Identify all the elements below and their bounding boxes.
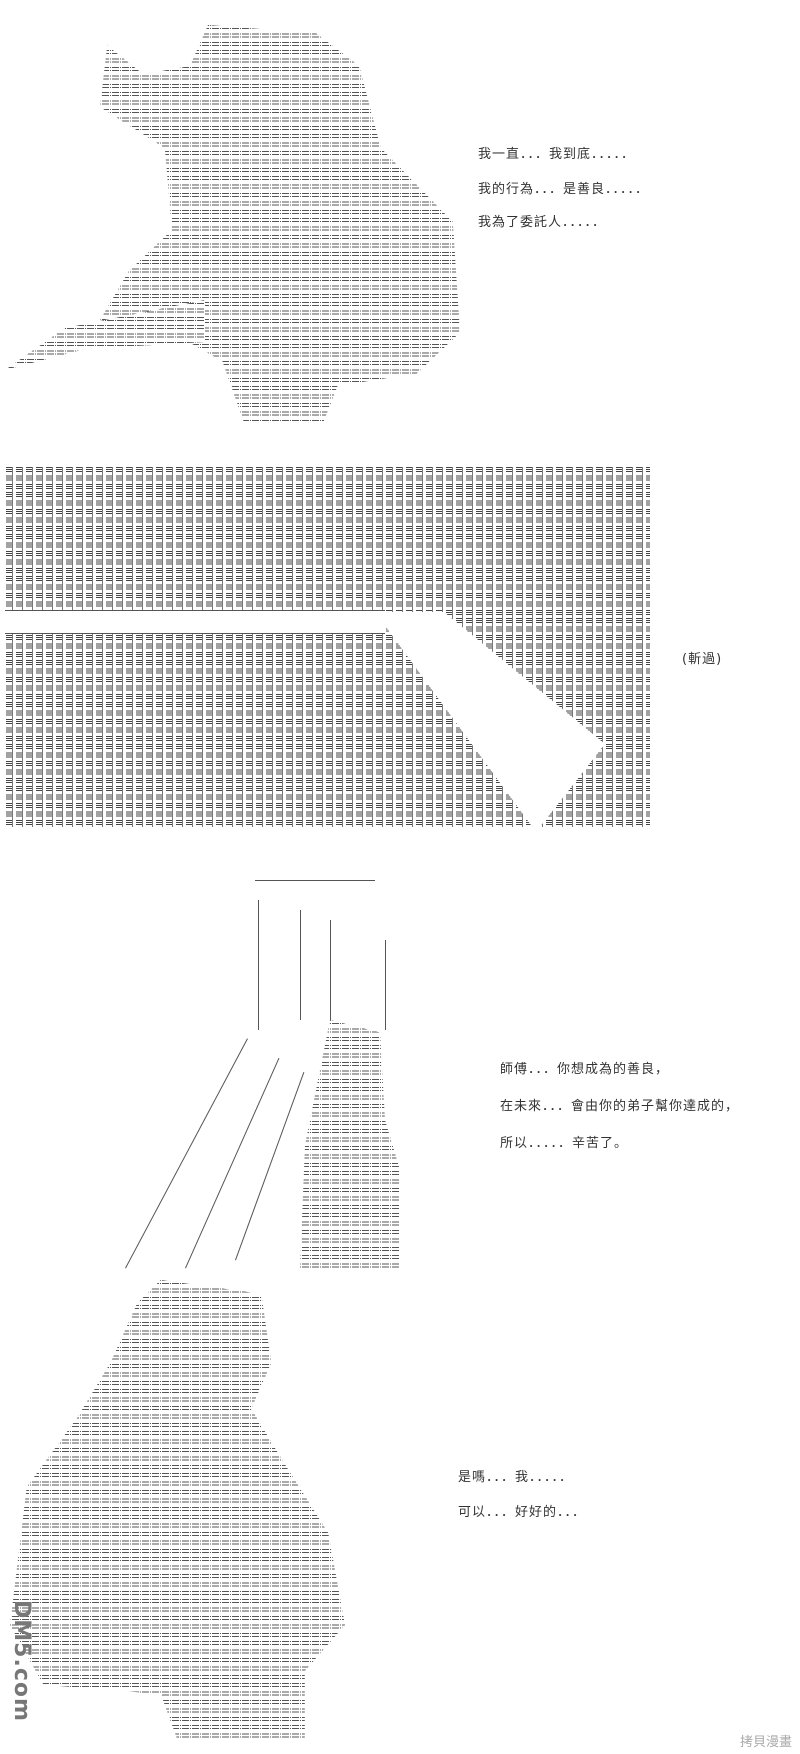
ascii-line bbox=[185, 1057, 280, 1269]
ascii-line bbox=[255, 880, 375, 881]
ascii-art-arm bbox=[5, 300, 205, 370]
watermark: 拷貝漫畫 bbox=[739, 1735, 792, 1750]
dialogue-line: 可以．．．好好的．．． bbox=[458, 1505, 587, 1520]
ascii-line bbox=[125, 1038, 248, 1269]
ascii-line bbox=[330, 920, 331, 1020]
ascii-art-figure-1 bbox=[100, 25, 460, 423]
sound-effect: (斬過) bbox=[682, 652, 723, 667]
ascii-line bbox=[258, 900, 259, 1030]
ascii-line bbox=[385, 940, 386, 1030]
dialogue-line: 在未來．．．會由你的弟子幫你達成的， bbox=[500, 1099, 740, 1114]
ascii-art-figure-3 bbox=[300, 1020, 400, 1270]
dialogue-line: 我為了委託人．．．．． bbox=[478, 215, 607, 230]
dialogue-line: 所以．．．．．辛苦了。 bbox=[500, 1136, 629, 1151]
ascii-line bbox=[235, 1072, 305, 1261]
dialogue-line: 師傅．．．你想成為的善良， bbox=[500, 1062, 670, 1077]
dialogue-line: 我的行為．．．是善良．．．．． bbox=[478, 182, 650, 197]
ascii-line bbox=[300, 910, 301, 1020]
dialogue-line: 我一直．．．我到底．．．．． bbox=[478, 147, 636, 162]
ascii-art-figure-4 bbox=[10, 1280, 345, 1740]
dm5-logo: DM5.com bbox=[9, 1600, 34, 1722]
slash-streak bbox=[5, 610, 385, 634]
dialogue-line: 是嗎．．．我．．．．． bbox=[458, 1470, 574, 1485]
